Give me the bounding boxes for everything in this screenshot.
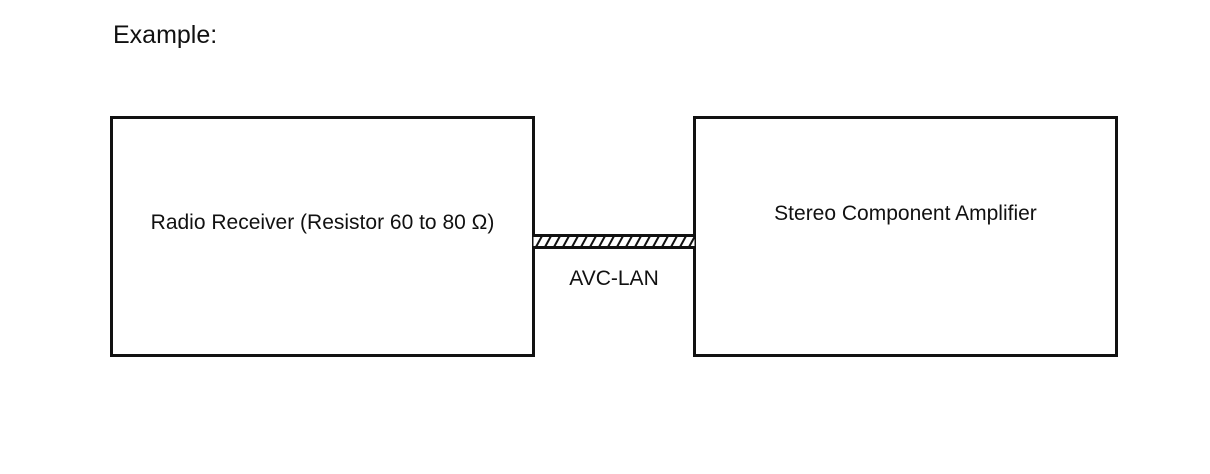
hatch-stroke	[589, 235, 597, 248]
hatch-stroke	[688, 235, 696, 248]
avc-lan-label: AVC-LAN	[569, 267, 659, 290]
hatch-stroke	[607, 235, 615, 248]
hatch-stroke	[661, 235, 669, 248]
hatch-stroke	[670, 235, 678, 248]
hatch-stroke	[571, 235, 579, 248]
hatch-stroke	[679, 235, 687, 248]
hatch-stroke	[535, 235, 543, 248]
radio-receiver-box: Radio Receiver (Resistor 60 to 80 Ω)	[110, 116, 535, 357]
hatch-stroke	[625, 235, 633, 248]
hatch-stroke	[634, 235, 642, 248]
stereo-amplifier-box: Stereo Component Amplifier	[693, 116, 1118, 357]
hatch-stroke	[616, 235, 624, 248]
hatch-stroke	[544, 235, 552, 248]
hatch-stroke	[652, 235, 660, 248]
stereo-amplifier-label: Stereo Component Amplifier	[774, 202, 1037, 225]
avc-lan-bus-hatching	[535, 235, 696, 248]
radio-receiver-label: Radio Receiver (Resistor 60 to 80 Ω)	[150, 211, 495, 234]
diagram-heading: Example:	[113, 21, 218, 49]
avc-lan-bus-line	[532, 234, 696, 249]
hatch-stroke	[553, 235, 561, 248]
hatch-stroke	[562, 235, 570, 248]
hatch-stroke	[580, 235, 588, 248]
hatch-stroke	[643, 235, 651, 248]
hatch-stroke	[598, 235, 606, 248]
